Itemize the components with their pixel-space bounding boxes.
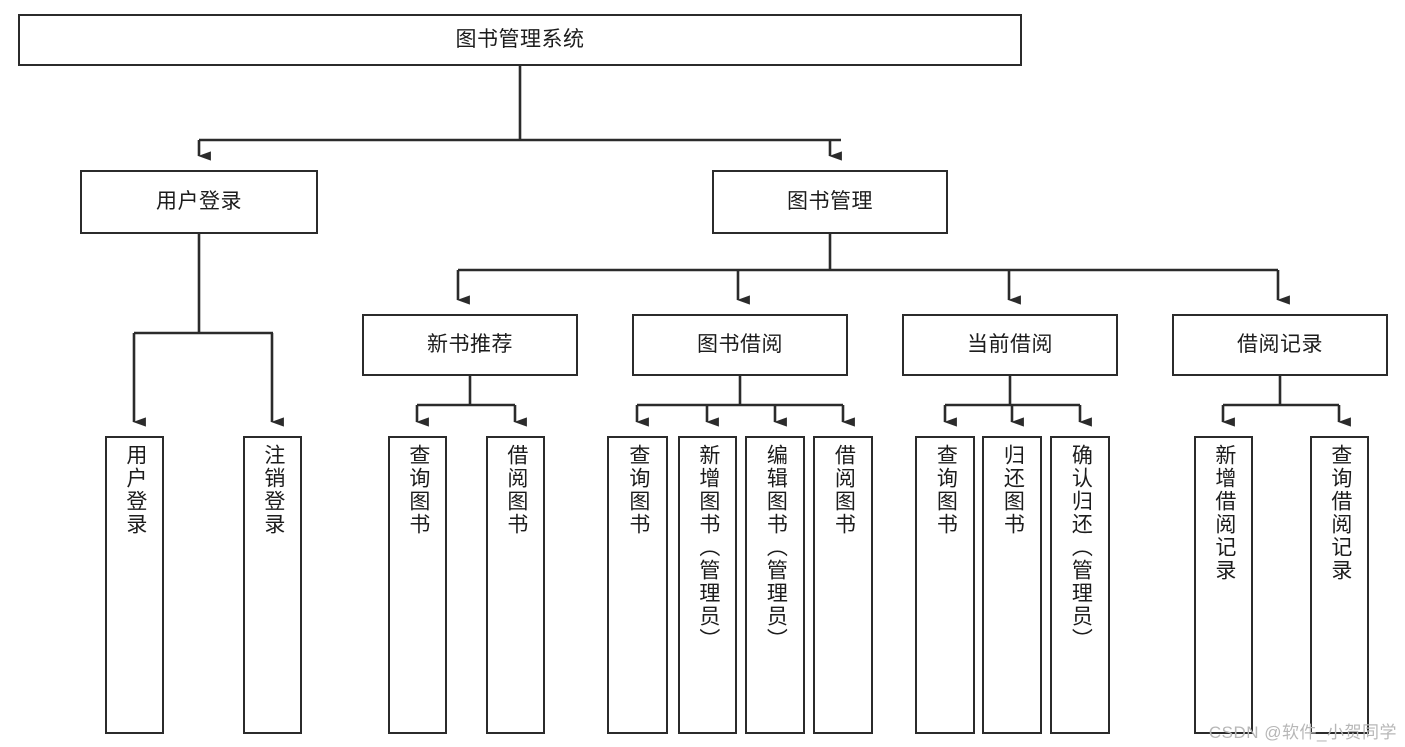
leaf-return-book[interactable]: 归还图书 <box>982 436 1042 734</box>
node-user-login[interactable]: 用户登录 <box>80 170 318 234</box>
leaf-borrow-book-bb-label: 借阅图书 <box>832 444 856 536</box>
node-current-borrow-label: 当前借阅 <box>967 333 1053 357</box>
node-root-label: 图书管理系统 <box>455 28 585 52</box>
node-book-management[interactable]: 图书管理 <box>712 170 948 234</box>
leaf-query-book-bb[interactable]: 查询图书 <box>607 436 668 734</box>
leaf-logout[interactable]: 注销登录 <box>243 436 302 734</box>
node-borrow-record-label: 借阅记录 <box>1237 333 1323 357</box>
node-borrow-record[interactable]: 借阅记录 <box>1172 314 1388 376</box>
node-book-borrow-label: 图书借阅 <box>697 333 783 357</box>
leaf-query-borrow-record[interactable]: 查询借阅记录 <box>1310 436 1369 734</box>
node-user-login-label: 用户登录 <box>156 190 242 214</box>
leaf-borrow-book-nbr[interactable]: 借阅图书 <box>486 436 545 734</box>
leaf-query-book-cb-label: 查询图书 <box>934 444 958 536</box>
node-new-book-recommend-label: 新书推荐 <box>427 333 513 357</box>
leaf-user-login-label: 用户登录 <box>123 444 147 536</box>
leaf-borrow-book-nbr-label: 借阅图书 <box>504 444 528 536</box>
leaf-add-borrow-record-label: 新增借阅记录 <box>1212 444 1236 582</box>
leaf-add-book-admin-label: 新增图书（管理员） <box>696 444 720 651</box>
node-root[interactable]: 图书管理系统 <box>18 14 1022 66</box>
leaf-borrow-book-bb[interactable]: 借阅图书 <box>813 436 873 734</box>
leaf-confirm-return-admin[interactable]: 确认归还（管理员） <box>1050 436 1110 734</box>
node-book-borrow[interactable]: 图书借阅 <box>632 314 848 376</box>
leaf-logout-label: 注销登录 <box>261 444 285 536</box>
leaf-query-book-bb-label: 查询图书 <box>626 444 650 536</box>
leaf-query-book-nbr[interactable]: 查询图书 <box>388 436 447 734</box>
node-book-management-label: 图书管理 <box>787 190 873 214</box>
leaf-query-book-cb[interactable]: 查询图书 <box>915 436 975 734</box>
leaf-edit-book-admin[interactable]: 编辑图书（管理员） <box>745 436 805 734</box>
leaf-query-borrow-record-label: 查询借阅记录 <box>1328 444 1352 582</box>
leaf-edit-book-admin-label: 编辑图书（管理员） <box>764 444 788 651</box>
leaf-add-borrow-record[interactable]: 新增借阅记录 <box>1194 436 1253 734</box>
node-new-book-recommend[interactable]: 新书推荐 <box>362 314 578 376</box>
node-current-borrow[interactable]: 当前借阅 <box>902 314 1118 376</box>
leaf-confirm-return-admin-label: 确认归还（管理员） <box>1069 444 1093 651</box>
leaf-add-book-admin[interactable]: 新增图书（管理员） <box>678 436 737 734</box>
leaf-query-book-nbr-label: 查询图书 <box>406 444 430 536</box>
leaf-return-book-label: 归还图书 <box>1001 444 1025 536</box>
leaf-user-login[interactable]: 用户登录 <box>105 436 164 734</box>
